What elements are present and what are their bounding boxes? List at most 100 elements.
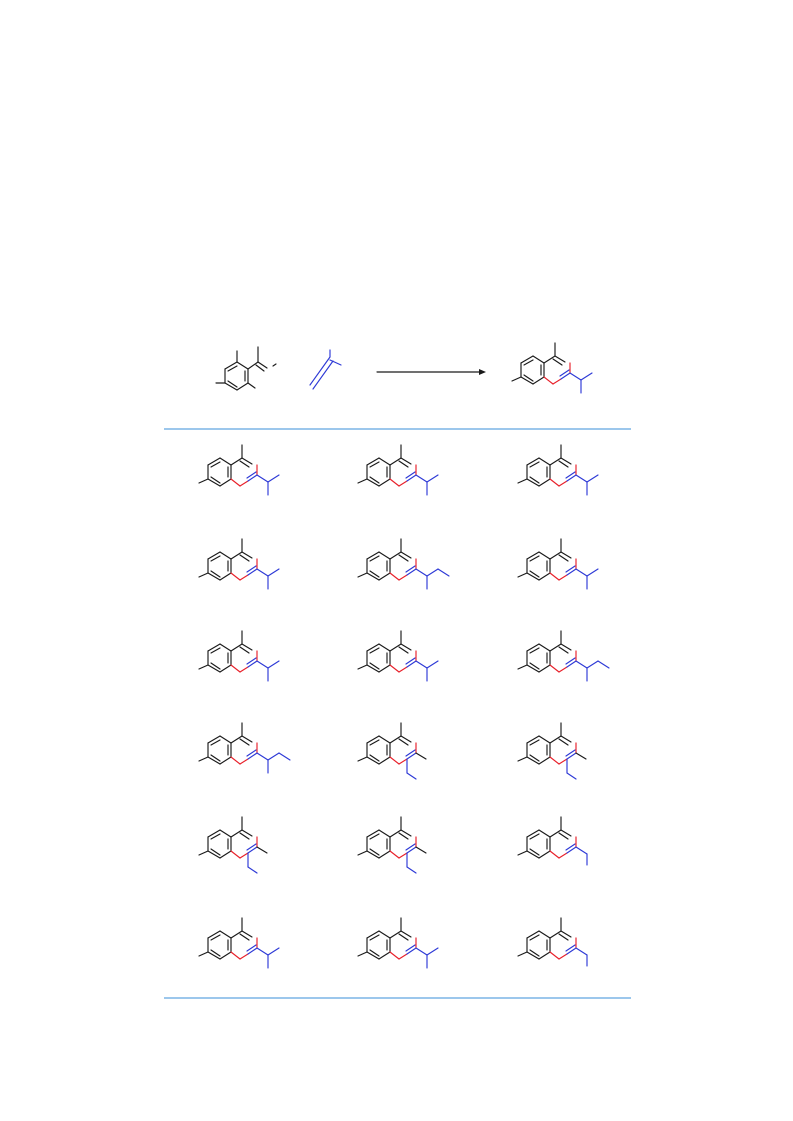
chain-bond [230, 457, 243, 466]
ring-double-bond [529, 934, 540, 941]
tail-bond [256, 660, 269, 669]
ring-bond [378, 951, 391, 960]
chain-double-bond [565, 749, 576, 757]
methyl-bond [198, 572, 209, 578]
methyl-bond [517, 951, 528, 957]
ring-bond [532, 355, 545, 364]
tail-bond [415, 846, 427, 854]
ether-bond [389, 850, 400, 859]
ring-bond [538, 756, 551, 765]
chain-bond [247, 947, 258, 955]
ring-double-bond [369, 647, 380, 654]
chain-bond [566, 474, 577, 482]
product-cell [517, 722, 587, 780]
tail-bond [575, 846, 588, 855]
ring-bond [224, 382, 238, 391]
ether-bond [389, 664, 400, 673]
ring-double-bond [227, 380, 238, 388]
ring-bond [224, 361, 238, 370]
ring-double-bond [210, 570, 221, 578]
product-cell [517, 816, 588, 866]
chain-bond [543, 355, 556, 364]
methyl-bond [357, 572, 368, 578]
chain-bond [247, 361, 259, 370]
tail-bond [426, 474, 439, 483]
ether-bond [398, 480, 408, 487]
ring-double-bond [529, 739, 540, 746]
product-cell [517, 444, 599, 496]
ring-bond [538, 478, 551, 487]
chain-bond [406, 660, 417, 668]
ring-double-bond [210, 662, 221, 670]
ring-double-bond [529, 662, 540, 670]
chain-bond [230, 643, 243, 652]
ring-bond [538, 829, 551, 838]
chain-double-bond [558, 832, 569, 840]
tail-bond [575, 752, 587, 760]
ring-bond [236, 361, 249, 370]
product-cell [517, 630, 610, 682]
chain-bond [247, 660, 258, 668]
ring-double-bond [529, 833, 540, 840]
ring-double-bond [529, 570, 540, 578]
ring-bond [378, 643, 391, 652]
ether-bond [549, 478, 560, 487]
ring-bond [219, 551, 232, 560]
chain-bond [230, 551, 243, 560]
ether-bond [230, 664, 241, 673]
chain-double-bond [405, 657, 416, 665]
tail-bond [415, 947, 428, 956]
ring-bond [378, 551, 391, 560]
ring-bond [538, 457, 551, 466]
reaction-scheme [215, 342, 593, 394]
ring-bond [378, 756, 391, 765]
tail-bond [597, 660, 610, 669]
arrow-head [479, 369, 486, 375]
chain-bond [247, 568, 258, 576]
tail-bond [415, 752, 427, 760]
ether-bond [389, 951, 400, 960]
alkyne-bond [329, 359, 342, 366]
tail-bond [586, 660, 599, 669]
chain-double-bond [398, 933, 409, 941]
chain-bond [566, 568, 577, 576]
ring-double-bond [210, 848, 221, 856]
product-cell [357, 630, 439, 682]
ring-double-bond [529, 848, 540, 856]
chain-bond [230, 829, 243, 838]
tail-bond [256, 947, 269, 956]
ring-bond [526, 735, 540, 744]
chain-bond [554, 355, 566, 363]
ring-double-bond [369, 739, 380, 746]
chain-double-bond [246, 657, 257, 665]
ring-bond [207, 735, 221, 744]
chain-double-bond [239, 646, 250, 654]
ring-bond [366, 457, 380, 466]
ring-double-bond [210, 833, 221, 840]
ring-bond [520, 355, 534, 364]
methyl-bond [357, 850, 368, 856]
ether-bond [558, 953, 568, 960]
tail-bond [415, 474, 428, 483]
ring-bond [207, 829, 221, 838]
product-cell [357, 816, 427, 874]
ether-bond [398, 758, 408, 765]
methyl-bond [511, 376, 522, 382]
ring-bond [532, 376, 545, 385]
ring-double-bond [369, 949, 380, 957]
product-cell [357, 538, 450, 590]
ether-bond [558, 574, 568, 581]
chain-bond [560, 930, 572, 938]
chain-bond [566, 660, 577, 668]
ring-bond [366, 664, 380, 673]
ether-bond [389, 572, 400, 581]
ether-bond [230, 951, 241, 960]
methyl-bond [357, 664, 368, 670]
tail-bond [426, 947, 439, 956]
chain-double-bond [558, 933, 569, 941]
chain-double-bond [398, 832, 409, 840]
chain-bond [549, 930, 562, 939]
chain-double-bond [255, 364, 265, 372]
ring-bond [366, 735, 380, 744]
ring-bond [526, 457, 540, 466]
